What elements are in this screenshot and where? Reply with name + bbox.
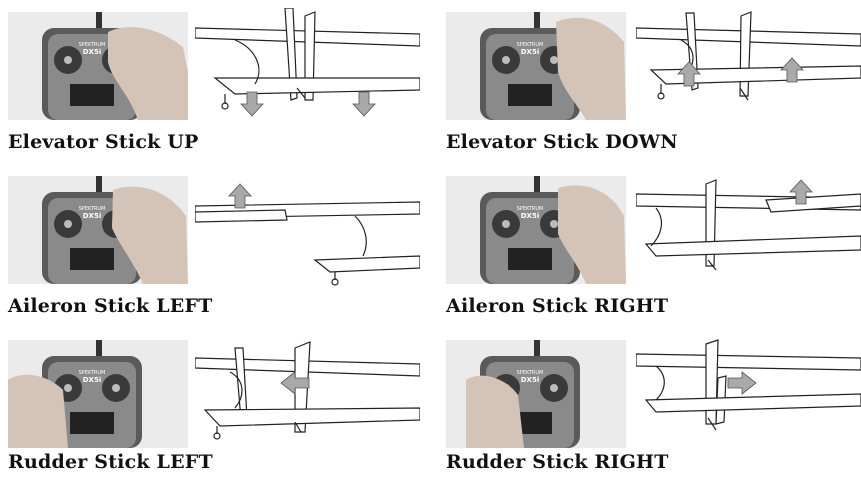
svg-text:DX5i: DX5i	[521, 48, 539, 56]
svg-text:SPEKTRUM: SPEKTRUM	[517, 42, 544, 48]
airplane-diagram	[636, 8, 861, 118]
airplane-diagram	[195, 8, 420, 118]
transmitter-icon: SPEKTRUM DX5i	[446, 176, 626, 284]
svg-text:DX5i: DX5i	[521, 212, 539, 220]
transmitter-photo: SPEKTRUM DX5i	[8, 340, 188, 448]
panel-caption: Rudder Stick RIGHT	[446, 451, 669, 473]
svg-text:SPEKTRUM: SPEKTRUM	[517, 206, 544, 212]
svg-text:SPEKTRUM: SPEKTRUM	[79, 370, 106, 376]
svg-text:DX5i: DX5i	[83, 48, 101, 56]
panel-caption: Elevator Stick DOWN	[446, 131, 678, 153]
svg-text:DX5i: DX5i	[83, 376, 101, 384]
airplane-diagram	[636, 176, 861, 286]
airplane-diagram	[195, 176, 420, 286]
transmitter-icon: SPEKTRUM DX5i	[446, 340, 626, 448]
svg-text:DX5i: DX5i	[83, 212, 101, 220]
deflection-arrow	[727, 371, 757, 395]
deflection-arrow	[228, 183, 252, 209]
transmitter-photo: SPEKTRUM DX5i	[8, 12, 188, 120]
svg-text:DX5i: DX5i	[521, 376, 539, 384]
airplane-diagram	[195, 338, 420, 448]
panel-caption: Rudder Stick LEFT	[8, 451, 213, 473]
transmitter-icon: SPEKTRUM DX5i	[446, 12, 626, 120]
panel-caption: Elevator Stick UP	[8, 131, 199, 153]
panel-caption: Aileron Stick RIGHT	[446, 295, 669, 317]
transmitter-icon: SPEKTRUM DX5i	[8, 12, 188, 120]
transmitter-icon: SPEKTRUM DX5i	[8, 340, 188, 448]
svg-text:SPEKTRUM: SPEKTRUM	[79, 206, 106, 212]
deflection-arrow	[280, 371, 310, 395]
deflection-arrow	[240, 91, 376, 117]
transmitter-icon: SPEKTRUM DX5i	[8, 176, 188, 284]
transmitter-photo: SPEKTRUM DX5i	[8, 176, 188, 284]
svg-text:SPEKTRUM: SPEKTRUM	[517, 370, 544, 376]
panel-caption: Aileron Stick LEFT	[8, 295, 213, 317]
deflection-arrow	[677, 57, 804, 87]
transmitter-photo: SPEKTRUM DX5i	[446, 176, 626, 284]
deflection-arrow	[789, 179, 813, 205]
transmitter-photo: SPEKTRUM DX5i	[446, 12, 626, 120]
svg-text:SPEKTRUM: SPEKTRUM	[79, 42, 106, 48]
transmitter-photo: SPEKTRUM DX5i	[446, 340, 626, 448]
airplane-diagram	[636, 338, 861, 448]
